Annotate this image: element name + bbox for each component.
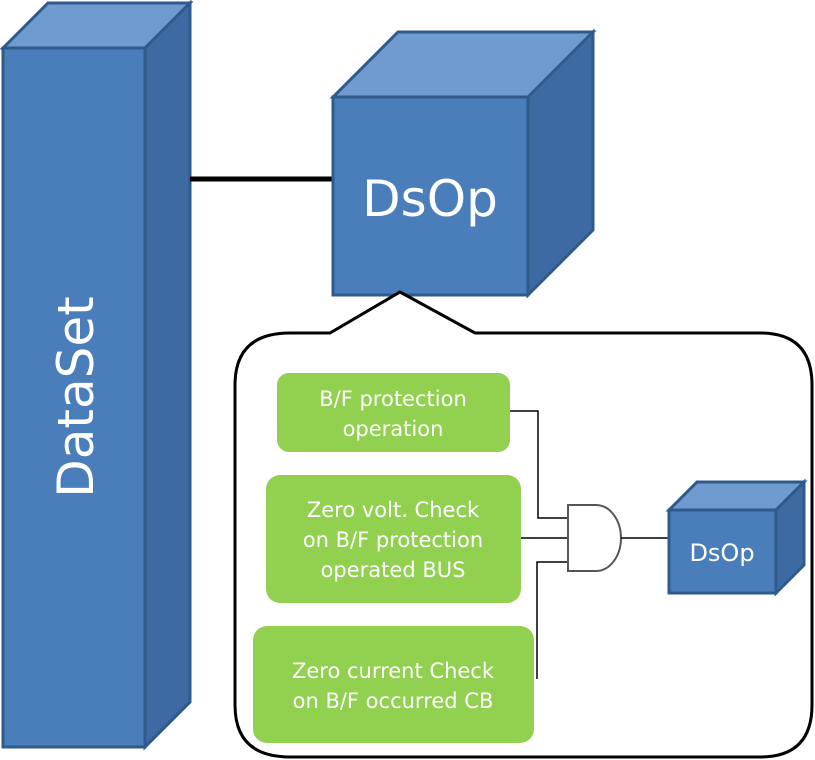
and-gate (567, 504, 622, 572)
dsop-small-front-face (667, 508, 778, 595)
dsop-main-block: DsOp (329, 28, 597, 299)
dataset-side-face (143, 0, 192, 751)
condition-2-line3: operated BUS (321, 558, 466, 582)
wire-input-1 (510, 410, 570, 519)
condition-box-1: B/F protection operation (277, 373, 510, 452)
condition-box-2: Zero volt. Check on B/F protection opera… (266, 475, 521, 603)
dsop-main-label: DsOp (362, 170, 498, 228)
condition-1-line1: B/F protection (319, 387, 467, 411)
dsop-small-block: DsOp (665, 478, 808, 597)
condition-3-line1: Zero current Check (292, 659, 495, 683)
dsop-small-label: DsOp (689, 539, 754, 567)
condition-1-line2: operation (343, 417, 444, 441)
dataset-front-face (1, 46, 147, 749)
condition-3-line2: on B/F occurred CB (293, 689, 494, 713)
condition-2-line2: on B/F protection (303, 528, 483, 552)
dsop-main-front-face (331, 95, 530, 297)
condition-box-3: Zero current Check on B/F occurred CB (253, 626, 534, 743)
condition-2-line1: Zero volt. Check (307, 498, 480, 522)
wire-input-3 (536, 561, 570, 679)
dataset-label: DataSet (47, 296, 105, 498)
dataset-block: DataSet (0, 0, 194, 751)
